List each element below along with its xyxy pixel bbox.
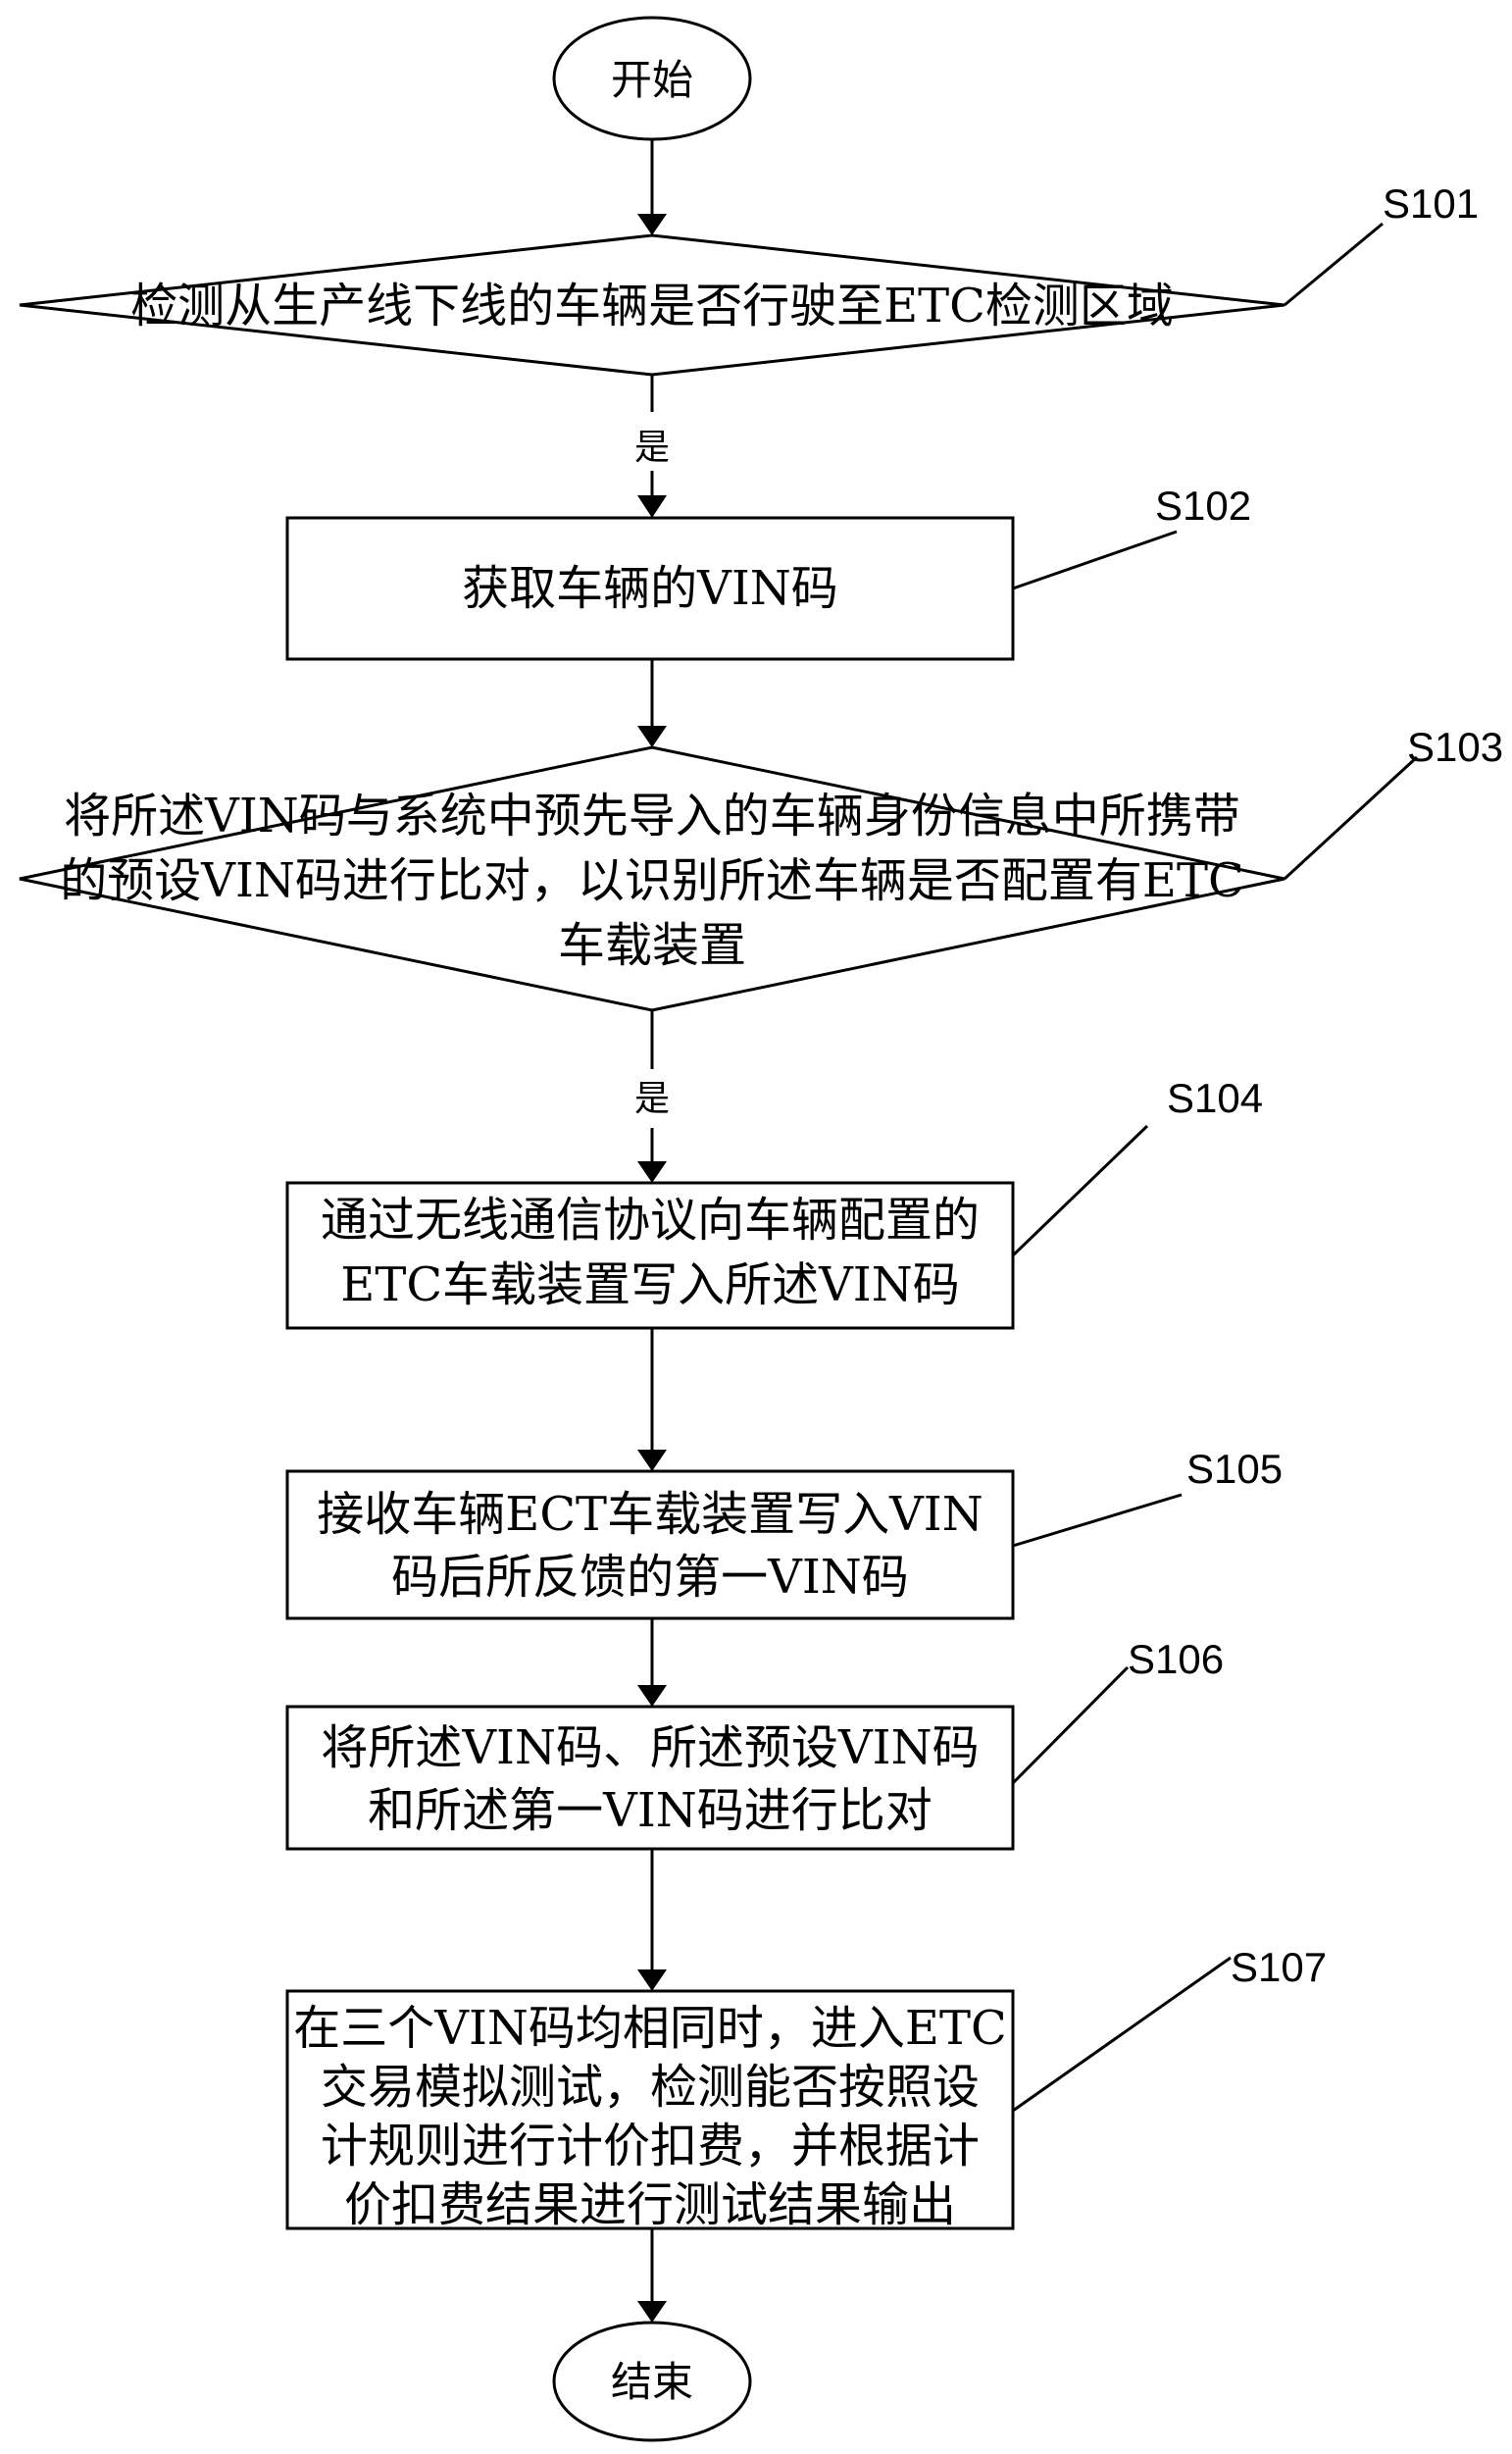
s101-id: S101 xyxy=(1383,180,1479,227)
s102-id: S102 xyxy=(1155,483,1251,529)
end-ellipse xyxy=(552,2321,752,2442)
s106-text-line-1: 将所述VIN码、所述预设VIN码 xyxy=(321,1720,979,1775)
s105-id: S105 xyxy=(1186,1446,1283,1492)
step-s107: 在三个VIN码均相同时，进入ETC 交易模拟测试，检测能否按照设 计规则进行计价… xyxy=(285,1944,1327,2232)
s101-yes-label: 是 xyxy=(634,428,670,468)
step-s105: 接收车辆ECT车载装置写入VIN 码后所反馈的第一VIN码 S105 xyxy=(285,1446,1283,1620)
s106-leader-line xyxy=(1011,1665,1130,1785)
s105-box xyxy=(285,1469,1015,1620)
end-label: 结束 xyxy=(611,2358,693,2406)
s107-text-line-4: 价扣费结果进行测试结果输出 xyxy=(344,2177,956,2232)
start-node: 开始 xyxy=(552,16,752,141)
arrowhead xyxy=(637,726,667,747)
s107-text-line-2: 交易模拟测试，检测能否按照设 xyxy=(321,2060,980,2115)
start-label: 开始 xyxy=(611,56,693,104)
s104-id: S104 xyxy=(1167,1075,1263,1121)
arrowhead xyxy=(637,1450,667,1471)
s102-text-line-1: 获取车辆的VIN码 xyxy=(462,561,838,616)
s107-box xyxy=(285,1989,1015,2230)
s103-leader-line xyxy=(1283,755,1419,881)
step-s102: 获取车辆的VIN码 S102 xyxy=(285,483,1251,661)
arrowhead xyxy=(637,2301,667,2323)
step-s104: 通过无线通信协议向车辆配置的 ETC车载装置写入所述VIN码 S104 xyxy=(285,1075,1263,1330)
s106-box xyxy=(285,1705,1015,1851)
s102-box xyxy=(285,516,1015,661)
s104-text-line-1: 通过无线通信协议向车辆配置的 xyxy=(321,1193,980,1248)
s107-id: S107 xyxy=(1231,1944,1327,1990)
s103-text-line-1: 将所述VIN码与系统中预先导入的车辆身份信息中所携带 xyxy=(64,789,1240,844)
step-s101: 检测从生产线下线的车辆是否行驶至ETC检测区域 S101 xyxy=(19,180,1479,377)
start-ellipse xyxy=(552,16,752,141)
s107-text-line-1: 在三个VIN码均相同时，进入ETC xyxy=(293,2001,1006,2056)
step-s106: 将所述VIN码、所述预设VIN码 和所述第一VIN码进行比对 S106 xyxy=(285,1636,1224,1851)
end-node: 结束 xyxy=(552,2321,752,2442)
s103-yes-label: 是 xyxy=(634,1079,670,1119)
s106-id: S106 xyxy=(1128,1636,1224,1682)
s106-text-line-2: 和所述第一VIN码进行比对 xyxy=(368,1783,932,1838)
s104-text-line-2: ETC车载装置写入所述VIN码 xyxy=(340,1257,959,1312)
flow-arrows xyxy=(637,137,667,2323)
s107-text-line-3: 计规则进行计价扣费，并根据计 xyxy=(321,2119,980,2173)
s105-text-line-1: 接收车辆ECT车载装置写入VIN xyxy=(317,1487,983,1542)
s104-leader-line xyxy=(1011,1124,1149,1257)
s104-box xyxy=(285,1181,1015,1330)
arrowhead xyxy=(637,1161,667,1183)
s107-leader-line xyxy=(1012,1956,1232,2113)
s103-id: S103 xyxy=(1407,724,1503,770)
s105-leader-line xyxy=(1012,1493,1183,1548)
s105-text-line-2: 码后所反馈的第一VIN码 xyxy=(391,1550,909,1605)
s101-text-line-1: 检测从生产线下线的车辆是否行驶至ETC检测区域 xyxy=(130,279,1174,333)
arrowhead xyxy=(637,1969,667,1991)
s103-text-line-3: 车载装置 xyxy=(558,918,746,973)
step-s103: 将所述VIN码与系统中预先导入的车辆身份信息中所携带 的预设VIN码进行比对，以… xyxy=(19,724,1503,1012)
s103-text-line-2: 的预设VIN码进行比对，以识别所述车辆是否配置有ETC xyxy=(60,853,1243,908)
arrowhead xyxy=(637,214,667,235)
arrowhead xyxy=(637,1685,667,1707)
arrowhead xyxy=(637,495,667,518)
s102-leader-line xyxy=(1012,530,1178,590)
s101-leader-line xyxy=(1284,222,1384,307)
